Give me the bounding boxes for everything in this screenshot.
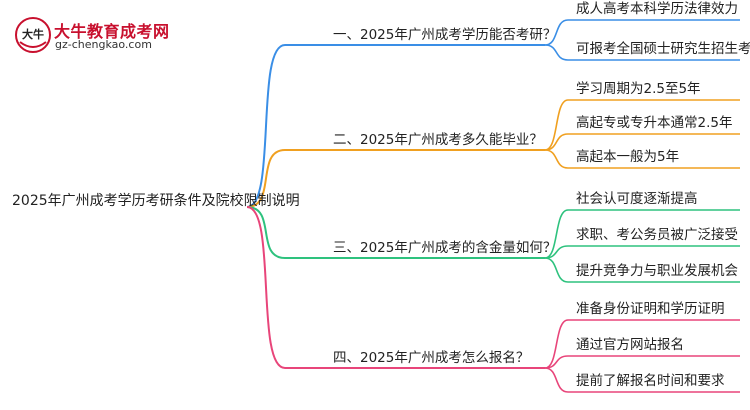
connector-branch-1-leaf-1: [544, 19, 569, 46]
connector-root-branch-3: [246, 206, 286, 259]
site-logo: 大牛 大牛教育成考网 gz-chengkao.com: [14, 16, 169, 56]
connector-branch-3-leaf-1: [544, 209, 569, 259]
leaf-1-1: 成人高考本科学历法律效力: [576, 1, 738, 17]
leaf-3-2: 求职、考公务员被广泛接受: [576, 227, 738, 243]
connector-root-branch-1: [246, 44, 286, 208]
branch-1-label: 一、2025年广州成考学历能否考研？: [333, 27, 557, 43]
connector-root-branch-2: [246, 149, 286, 208]
leaf-1-2: 可报考全国硕士研究生招生考试: [576, 41, 750, 57]
connector-branch-2-leaf-3: [544, 149, 569, 169]
branch-3-label: 三、2025年广州成考的含金量如何？: [333, 240, 557, 256]
leaf-3-3: 提升竞争力与职业发展机会: [576, 263, 738, 279]
leaf-2-3: 高起本一般为5年: [576, 149, 680, 165]
logo-title: 大牛教育成考网: [54, 22, 170, 41]
connector-branch-2-leaf-2: [544, 133, 569, 151]
logo-mark-icon: 大牛: [15, 17, 51, 53]
leaf-4-3: 提前了解报名时间和要求: [576, 373, 725, 389]
logo-url: gz-chengkao.com: [55, 38, 152, 51]
leaf-2-1: 学习周期为2.5至5年: [576, 81, 701, 97]
leaf-4-2: 通过官方网站报名: [576, 337, 684, 353]
branch-2-label: 二、2025年广州成考多久能毕业？: [333, 132, 543, 148]
connector-branch-4-leaf-3: [544, 367, 569, 393]
connector-branch-2-leaf-1: [544, 99, 569, 151]
logo-mark-text: 大牛: [22, 27, 44, 41]
connector-branch-4-leaf-1: [544, 319, 569, 369]
connector-branch-1-leaf-2: [544, 44, 569, 61]
branch-4-label: 四、2025年广州成考怎么报名？: [333, 350, 530, 366]
leaf-2-2: 高起专或专升本通常2.5年: [576, 115, 733, 131]
connector-root-branch-4: [246, 206, 286, 369]
root-topic: 2025年广州成考学历考研条件及院校限制说明: [12, 193, 300, 209]
leaf-3-1: 社会认可度逐渐提高: [576, 191, 698, 207]
leaf-4-1: 准备身份证明和学历证明: [576, 301, 725, 317]
connector-branch-3-leaf-3: [544, 257, 569, 283]
